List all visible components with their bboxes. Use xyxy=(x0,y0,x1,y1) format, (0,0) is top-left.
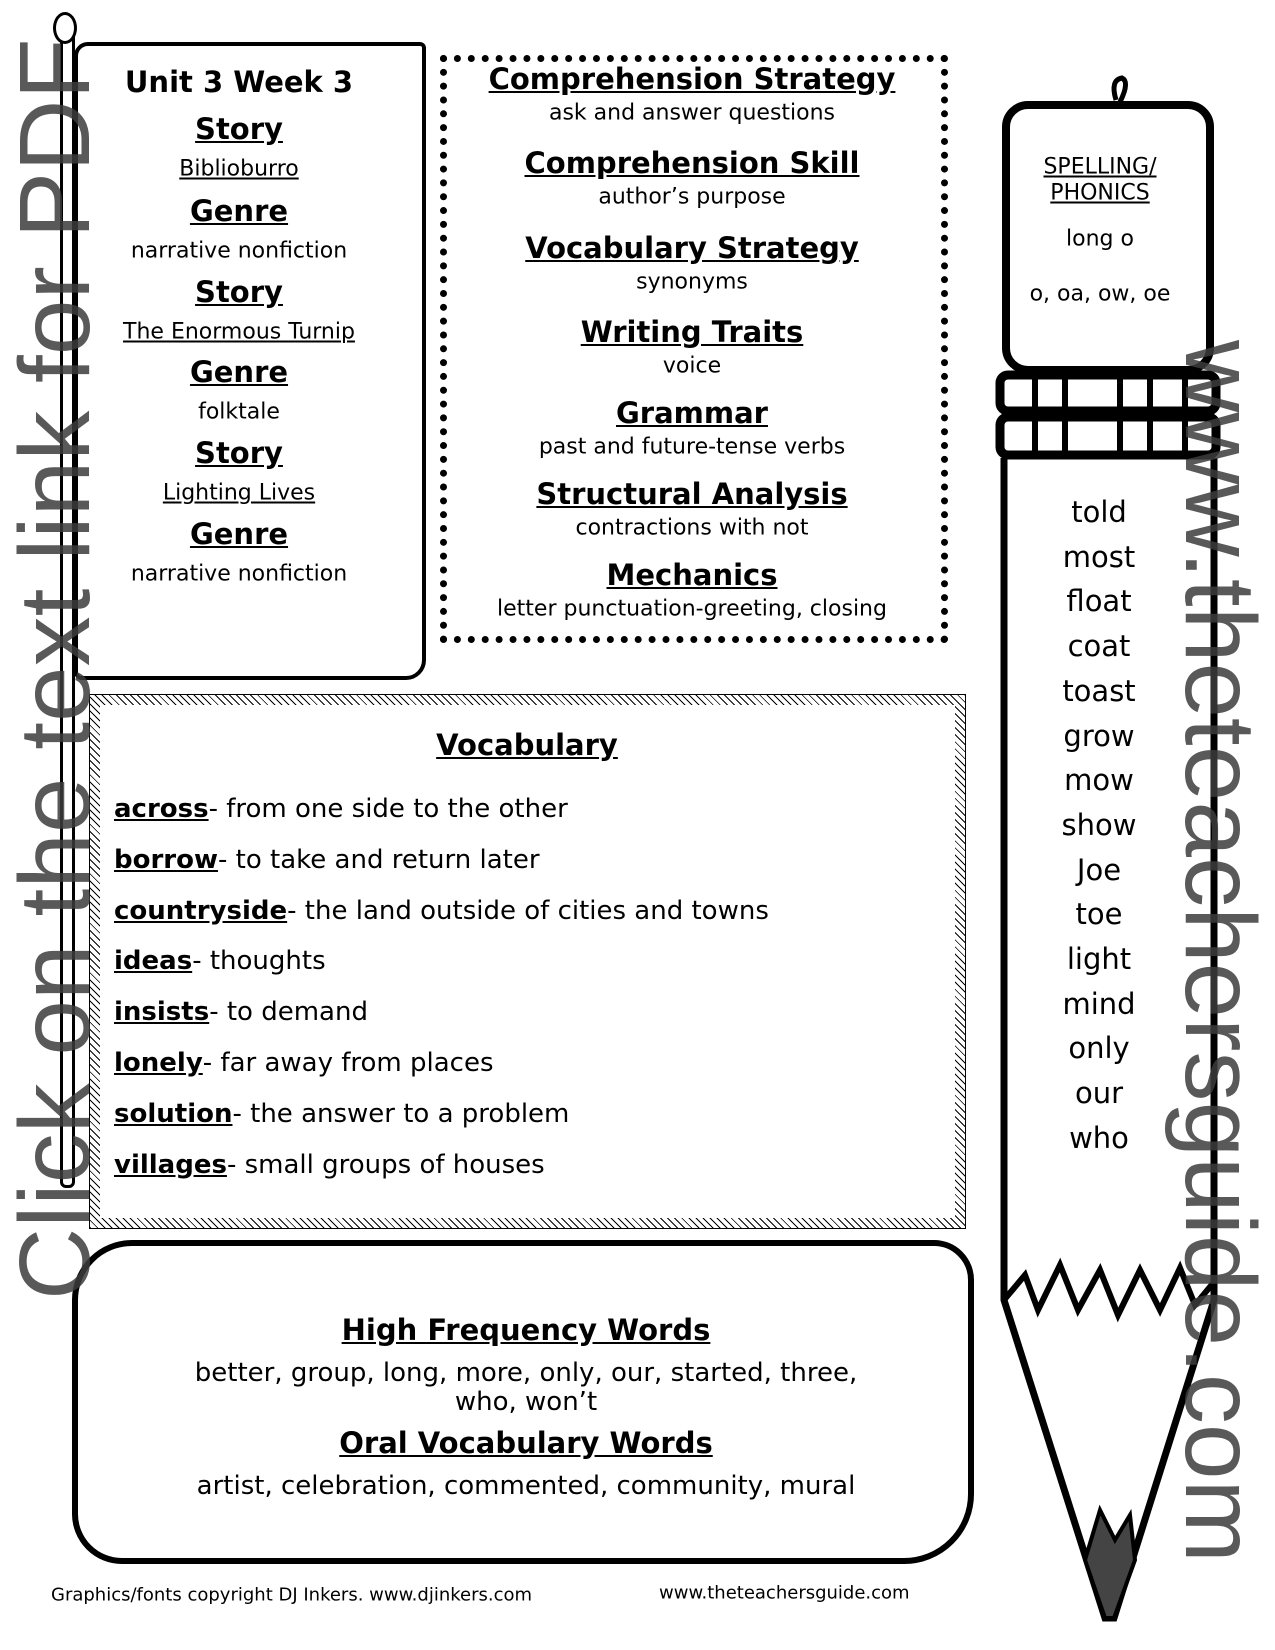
spelling-word: toast xyxy=(1062,673,1136,708)
high-frequency-title: High Frequency Words xyxy=(341,1313,711,1347)
story-flag-panel xyxy=(74,42,426,680)
vocabulary-entry: villages- small groups of houses xyxy=(114,1150,545,1180)
spelling-word: toe xyxy=(1075,897,1123,932)
spelling-spellings: o, oa, ow, oe xyxy=(1029,281,1171,307)
pencil-illustration xyxy=(995,75,1221,1622)
skill-value: synonyms xyxy=(636,269,748,295)
vocabulary-panel xyxy=(89,694,966,1229)
flag-item-value: Lighting Lives xyxy=(162,480,316,506)
flag-item-label: Story xyxy=(195,436,283,470)
spelling-word: only xyxy=(1068,1031,1130,1066)
flag-item-label: Genre xyxy=(189,194,289,228)
spelling-pattern: long o xyxy=(1066,226,1134,252)
vocabulary-entry: solution- the answer to a problem xyxy=(114,1099,569,1129)
flag-item-value: Biblioburro xyxy=(179,156,299,182)
vocabulary-definition: - thoughts xyxy=(192,946,326,977)
high-frequency-line-1: better, group, long, more, only, our, st… xyxy=(194,1358,858,1388)
vocabulary-definition: - small groups of houses xyxy=(226,1149,545,1180)
spelling-word: grow xyxy=(1063,718,1135,753)
skill-value: past and future-tense verbs xyxy=(538,434,846,460)
spelling-word: coat xyxy=(1067,629,1131,664)
flag-item-label: Genre xyxy=(189,517,289,551)
flag-item-value: The Enormous Turnip xyxy=(123,319,355,345)
spelling-word: most xyxy=(1062,539,1136,574)
high-frequency-line-2: who, won’t xyxy=(454,1387,598,1417)
spelling-word: light xyxy=(1066,942,1132,976)
spelling-word: Joe xyxy=(1076,852,1122,887)
vocabulary-word: insists xyxy=(114,997,210,1028)
vocabulary-word: across xyxy=(114,794,209,824)
flag-title: Unit 3 Week 3 xyxy=(124,65,354,99)
vocabulary-entry: ideas- thoughts xyxy=(114,946,326,976)
vocabulary-entry: across- from one side to the other xyxy=(114,794,568,824)
skill-label: Writing Traits xyxy=(580,315,804,349)
vocabulary-word: borrow xyxy=(114,844,218,875)
skill-value: contractions with not xyxy=(575,515,809,541)
vocabulary-definition: - far away from places xyxy=(202,1048,494,1078)
vocabulary-definition: - to take and return later xyxy=(218,844,540,875)
skill-value: voice xyxy=(662,353,722,379)
vocabulary-entry: countryside- the land outside of cities … xyxy=(114,896,769,926)
oral-vocabulary-title: Oral Vocabulary Words xyxy=(339,1426,713,1460)
flag-item-value: narrative nonfiction xyxy=(130,238,348,264)
spelling-title-1: SPELLING/ xyxy=(1043,154,1157,180)
skill-value: letter punctuation-greeting, closing xyxy=(497,596,887,622)
spelling-word: mow xyxy=(1064,763,1134,798)
vocabulary-word: ideas xyxy=(114,946,193,977)
skill-value: author’s purpose xyxy=(598,184,786,210)
vocabulary-word: countryside xyxy=(114,895,288,926)
spelling-word: our xyxy=(1074,1076,1124,1111)
flag-item-label: Story xyxy=(195,275,283,309)
oral-vocabulary-words: artist, celebration, commented, communit… xyxy=(196,1471,856,1501)
skill-label: Mechanics xyxy=(606,558,778,592)
flag-item-value: folktale xyxy=(198,399,280,425)
vocabulary-definition: - to demand xyxy=(209,997,368,1028)
vocabulary-entry: borrow- to take and return later xyxy=(114,845,540,875)
skills-panel xyxy=(440,55,948,643)
flag-pole-knob xyxy=(53,12,77,44)
flag-item-value: narrative nonfiction xyxy=(130,561,348,587)
spelling-word: mind xyxy=(1062,986,1136,1021)
vocabulary-entry: insists- to demand xyxy=(114,997,368,1027)
spelling-word: told xyxy=(1071,495,1127,529)
footer-copyright: Graphics/fonts copyright DJ Inkers. www.… xyxy=(51,1584,533,1606)
skill-label: Comprehension Skill xyxy=(524,146,860,180)
footer-site[interactable]: www.theteachersguide.com xyxy=(659,1582,910,1604)
vocabulary-definition: - the answer to a problem xyxy=(232,1098,570,1129)
vocabulary-word: villages xyxy=(114,1149,227,1180)
skill-label: Structural Analysis xyxy=(536,477,848,511)
watermark-line-1: Click on the text link for PDF xyxy=(0,38,111,1300)
spelling-word: show xyxy=(1061,807,1137,842)
flag-item-label: Story xyxy=(195,112,283,146)
skill-value: ask and answer questions xyxy=(548,100,836,126)
vocabulary-definition: - the land outside of cities and towns xyxy=(287,895,769,926)
skill-label: Vocabulary Strategy xyxy=(525,231,859,265)
watermark-line-2: www.theteachersguide.com xyxy=(1164,340,1275,1563)
spelling-word: float xyxy=(1066,584,1132,619)
skill-label: Grammar xyxy=(616,396,768,430)
vocabulary-entry: lonely- far away from places xyxy=(114,1048,494,1078)
skill-label: Comprehension Strategy xyxy=(488,62,896,96)
spelling-word: who xyxy=(1069,1120,1129,1155)
vocabulary-title: Vocabulary xyxy=(436,728,618,762)
spelling-title-2: PHONICS xyxy=(1050,180,1150,206)
flag-item-label: Genre xyxy=(189,355,289,389)
vocabulary-word: solution xyxy=(114,1098,233,1129)
high-frequency-panel xyxy=(72,1240,974,1564)
vocabulary-word: lonely xyxy=(114,1048,203,1078)
vocabulary-definition: - from one side to the other xyxy=(208,794,568,824)
